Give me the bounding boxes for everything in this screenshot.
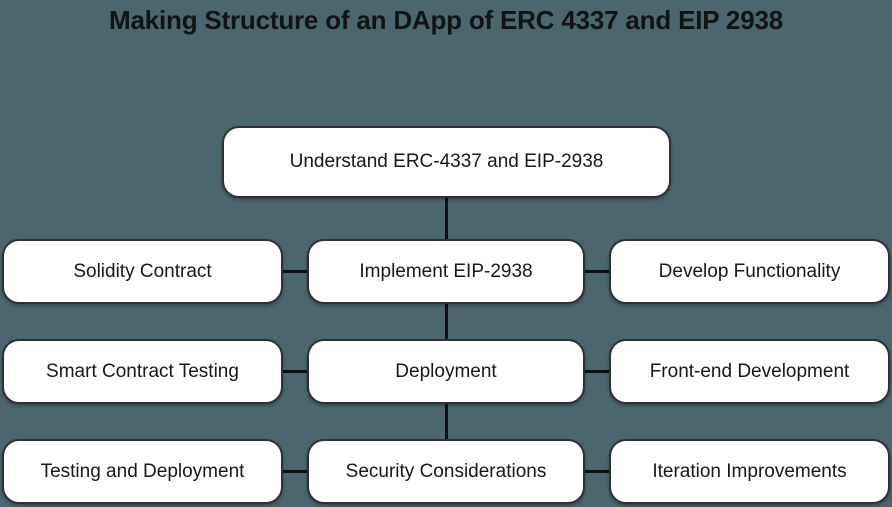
node-frontend-development[interactable]: Front-end Development <box>609 339 890 404</box>
node-label: Understand ERC-4337 and EIP-2938 <box>289 151 604 172</box>
connector-smart-testing-to-deployment <box>282 370 309 373</box>
connector-security-to-iteration <box>583 470 610 473</box>
node-solidity-contract[interactable]: Solidity Contract <box>2 239 283 304</box>
connector-implement-to-develop <box>583 270 610 273</box>
connector-understand-to-implement <box>445 196 448 241</box>
node-label: Iteration Improvements <box>652 460 847 482</box>
page-title: Making Structure of an DApp of ERC 4337 … <box>109 5 783 35</box>
connector-deployment-to-security <box>445 402 448 441</box>
node-understand-erc4337-eip2938[interactable]: Understand ERC-4337 and EIP-2938 <box>222 126 671 198</box>
node-iteration-improvements[interactable]: Iteration Improvements <box>609 439 890 504</box>
node-label: Solidity Contract <box>73 260 212 282</box>
node-label: Security Considerations <box>345 460 547 482</box>
connector-solidity-to-implement <box>282 270 309 273</box>
node-label: Develop Functionality <box>658 260 841 282</box>
node-testing-and-deployment[interactable]: Testing and Deployment <box>2 439 283 504</box>
node-label: Front-end Development <box>649 360 850 382</box>
node-implement-eip2938[interactable]: Implement EIP-2938 <box>307 239 585 304</box>
node-smart-contract-testing[interactable]: Smart Contract Testing <box>2 339 283 404</box>
node-deployment[interactable]: Deployment <box>307 339 585 404</box>
node-label: Implement EIP-2938 <box>359 260 533 282</box>
connector-implement-to-deployment <box>445 302 448 341</box>
node-label: Testing and Deployment <box>40 460 245 482</box>
connector-deployment-to-frontend <box>583 370 610 373</box>
node-develop-functionality[interactable]: Develop Functionality <box>609 239 890 304</box>
node-label: Deployment <box>395 360 497 382</box>
node-label: Smart Contract Testing <box>46 360 239 382</box>
node-security-considerations[interactable]: Security Considerations <box>307 439 585 504</box>
connector-testing-deployment-to-security <box>282 470 309 473</box>
